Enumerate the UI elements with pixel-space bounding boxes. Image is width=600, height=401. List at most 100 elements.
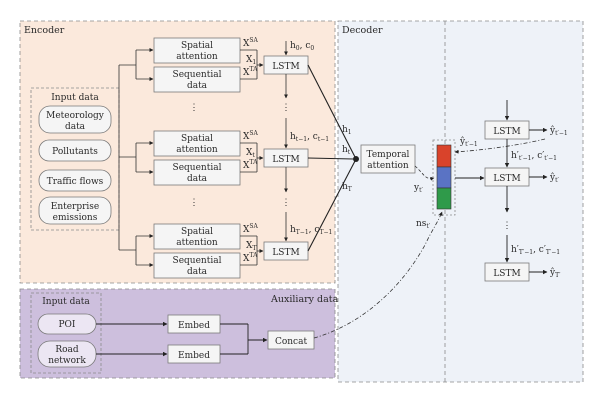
ht-label: ht — [342, 145, 351, 156]
ht-arrow — [307, 157, 354, 160]
output-prev: ŷt′−1 — [549, 125, 568, 137]
sequential-data-box-t: Sequential data — [153, 159, 241, 186]
encoder-dots-1: ⋮ — [190, 103, 199, 113]
h1-arrow — [307, 64, 356, 158]
spatial-attention-box-1: Spatial attention — [153, 37, 241, 64]
svg-text:Embed: Embed — [178, 351, 210, 361]
h0c0-label: h0, c0 — [290, 41, 314, 52]
xta-label-T: XTA — [243, 252, 258, 264]
aux-to-concat-vector-arrow — [313, 211, 443, 339]
svg-text:Spatial: Spatial — [181, 227, 213, 237]
input-pollutants: Pollutants — [38, 139, 112, 162]
xsa-label-t: XSA — [243, 130, 259, 142]
svg-text:data: data — [187, 174, 208, 184]
sequential-data-box-1: Sequential data — [153, 66, 241, 93]
encoder-lstm-1: LSTM — [263, 55, 309, 75]
xsa-label-T: XSA — [243, 223, 259, 235]
decoder-state-1: h′t′−1, c′t′−1 — [511, 151, 557, 162]
hT-arrow — [307, 160, 356, 252]
svg-text:Meteorology: Meteorology — [46, 111, 105, 121]
svg-text:Embed: Embed — [178, 321, 210, 331]
spatial-attention-box-T: Spatial attention — [153, 223, 241, 250]
ht-ct-label: ht−1, ct−1 — [290, 132, 329, 143]
svg-text:data: data — [187, 267, 208, 277]
svg-text:Temporal: Temporal — [367, 150, 410, 160]
concat-vector-blue — [436, 166, 452, 189]
encoder-lstm-T: LSTM — [263, 241, 309, 261]
svg-text:Enterprise: Enterprise — [51, 202, 100, 212]
svg-text:POI: POI — [59, 320, 76, 330]
encoder-dots-lstm-1: ⋮ — [282, 103, 291, 113]
encoder-row-t: Spatial attention Sequential data XSA XT… — [119, 118, 329, 186]
hT-cT-label: hT−1, cT−1 — [290, 225, 332, 236]
decoder-title: Decoder — [342, 25, 383, 36]
svg-text:Sequential: Sequential — [173, 256, 222, 266]
svg-text:Traffic flows: Traffic flows — [47, 177, 104, 187]
h1-label: h1 — [342, 125, 352, 136]
concat-vector-red — [436, 144, 452, 168]
decoder-dots: ⋮ — [503, 221, 512, 231]
aux-poi: POI — [37, 313, 97, 335]
hT-label: hT — [342, 182, 352, 193]
encoder-dots-lstm-2: ⋮ — [282, 198, 291, 208]
decoder-state-2: h′T′−1, c′T′−1 — [511, 245, 560, 256]
decoder-lstm-current: LSTM — [484, 167, 530, 187]
svg-text:attention: attention — [176, 52, 218, 62]
x-label-1: X1 — [246, 55, 256, 66]
y-t-label: yt′ — [413, 183, 424, 194]
svg-text:data: data — [65, 122, 86, 132]
encoder-lstm-t: LSTM — [263, 148, 309, 168]
feedback-arrow — [454, 138, 546, 154]
temporal-attention-box: Temporal attention — [360, 144, 416, 174]
embed-box-road: Embed — [167, 344, 221, 364]
xta-label-t: XTA — [243, 159, 258, 171]
decoder-lstm-prev: LSTM — [484, 120, 530, 140]
aux-input-title: Input data — [42, 297, 90, 307]
svg-text:data: data — [187, 81, 208, 91]
auxiliary-title: Auxiliary data — [270, 294, 339, 305]
encoder-title: Encoder — [24, 25, 65, 36]
svg-text:network: network — [48, 356, 86, 366]
concat-box: Concat — [267, 330, 315, 350]
svg-text:LSTM: LSTM — [493, 269, 520, 279]
svg-text:Concat: Concat — [275, 337, 308, 347]
svg-text:LSTM: LSTM — [272, 155, 299, 165]
aux-input-group — [30, 292, 102, 374]
concat-vector-outline — [432, 139, 456, 216]
input-data-title: Input data — [51, 93, 99, 103]
x-label-T: XT — [246, 241, 256, 252]
svg-text:LSTM: LSTM — [493, 127, 520, 137]
input-traffic-flows: Traffic flows — [38, 169, 112, 192]
svg-text:Road: Road — [55, 345, 79, 355]
encoder-row-T: Spatial attention Sequential data XSA XT… — [119, 212, 332, 279]
svg-text:LSTM: LSTM — [493, 174, 520, 184]
x-label-t: Xt — [246, 148, 255, 159]
svg-text:attention: attention — [367, 161, 409, 171]
embed-box-poi: Embed — [167, 314, 221, 334]
encoder-dots-2: ⋮ — [190, 198, 199, 208]
output-last: ŷT′ — [549, 267, 561, 279]
temporal-to-concat-arrow — [414, 165, 435, 181]
svg-text:attention: attention — [176, 145, 218, 155]
svg-text:Spatial: Spatial — [181, 41, 213, 51]
svg-text:Spatial: Spatial — [181, 134, 213, 144]
svg-text:attention: attention — [176, 238, 218, 248]
input-enterprise-emissions: Enterprise emissions — [38, 196, 112, 225]
xsa-label-1: XSA — [243, 37, 259, 49]
input-meteorology: Meteorology data — [38, 105, 112, 134]
xta-label-1: XTA — [243, 66, 258, 78]
svg-text:Pollutants: Pollutants — [52, 147, 98, 157]
ns-t-label: nst′ — [416, 219, 431, 230]
yhat-prev-in-label: ŷt′−1 — [459, 136, 478, 148]
svg-text:LSTM: LSTM — [272, 248, 299, 258]
output-current: ŷt′ — [549, 172, 560, 184]
svg-text:Sequential: Sequential — [173, 70, 222, 80]
spatial-attention-box-t: Spatial attention — [153, 130, 241, 157]
svg-text:Sequential: Sequential — [173, 163, 222, 173]
sequential-data-box-T: Sequential data — [153, 252, 241, 279]
encoder-row-1: Spatial attention Sequential data XSA XT… — [119, 37, 314, 93]
svg-text:emissions: emissions — [53, 213, 98, 223]
hidden-merge-node — [353, 156, 359, 162]
svg-text:LSTM: LSTM — [272, 62, 299, 72]
